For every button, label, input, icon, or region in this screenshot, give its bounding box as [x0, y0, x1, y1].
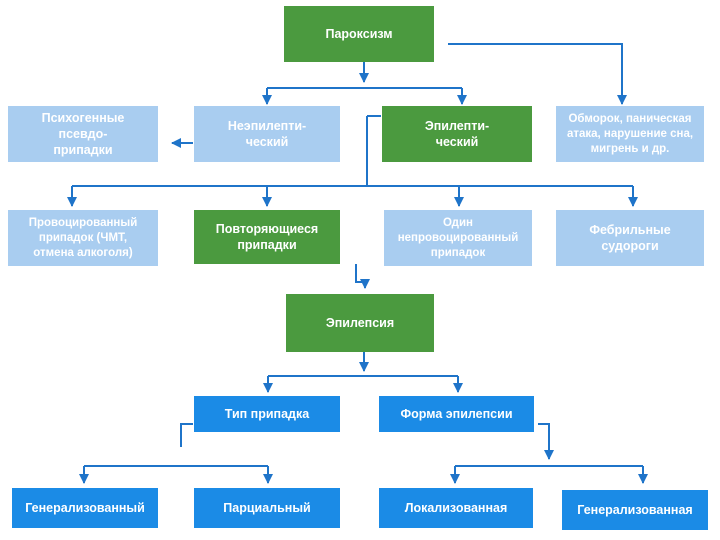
node-generalized-seizure: Генерализованный: [12, 488, 158, 528]
node-generalized-form: Генерализованная: [562, 490, 708, 530]
node-non-epileptic: Неэпилепти- ческий: [194, 106, 340, 162]
node-syncope: Обморок, паническая атака, нарушение сна…: [556, 106, 704, 162]
node-localized: Локализованная: [379, 488, 533, 528]
node-single: Один непровоцированный припадок: [384, 210, 532, 266]
node-epilepsy: Эпилепсия: [286, 294, 434, 352]
node-provoked: Провоцированный припадок (ЧМТ, отмена ал…: [8, 210, 158, 266]
node-seizure-type: Тип припадка: [194, 396, 340, 432]
node-recurrent: Повторяющиеся припадки: [194, 210, 340, 264]
node-epileptic: Эпилепти- ческий: [382, 106, 532, 162]
node-febrile: Фебрильные судороги: [556, 210, 704, 266]
node-partial: Парциальный: [194, 488, 340, 528]
node-epilepsy-form: Форма эпилепсии: [379, 396, 534, 432]
node-paroxysm: Пароксизм: [284, 6, 434, 62]
node-psychogenic: Психогенные псевдо- припадки: [8, 106, 158, 162]
